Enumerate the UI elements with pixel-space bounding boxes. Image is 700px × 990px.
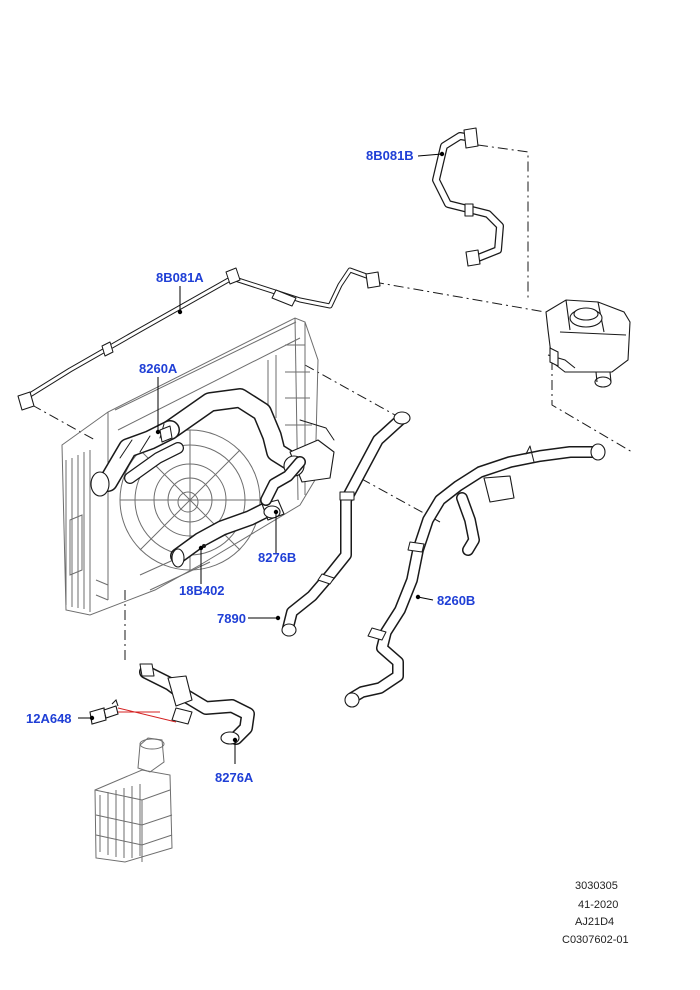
callout-18b402: 18B402 — [179, 583, 225, 598]
callout-8b081a: 8B081A — [156, 270, 204, 285]
info-line-3: AJ21D4 — [575, 916, 615, 928]
sensor-12a648 — [89, 698, 119, 725]
callout-leader-lines — [78, 153, 443, 764]
callout-8b081b: 8B081B — [366, 148, 414, 163]
callout-leader-dots — [89, 151, 445, 743]
callout-8260a: 8260A — [139, 361, 178, 376]
coolant-expansion-tank — [545, 299, 631, 388]
hose-8260b — [344, 443, 606, 708]
hose-7890 — [281, 411, 411, 637]
radiator-fan-assembly — [61, 317, 319, 616]
callout-7890: 7890 — [217, 611, 246, 626]
sensor-leader-lines — [117, 707, 177, 723]
callout-8276b: 8276B — [258, 550, 297, 565]
charge-air-cooler — [94, 737, 173, 863]
assembly-dashed-lines — [31, 144, 633, 660]
hose-8276a — [139, 663, 255, 745]
info-line-4: C0307602-01 — [562, 934, 629, 946]
hose-8b081a — [17, 267, 381, 411]
info-line-2: 41-2020 — [578, 899, 619, 911]
hose-8b081b — [432, 127, 504, 267]
hose-8276b — [260, 456, 306, 519]
callout-8276a: 8276A — [215, 770, 254, 785]
info-line-1: 3030305 — [575, 880, 618, 892]
callout-8260b: 8260B — [437, 593, 476, 608]
hose-8260a — [90, 388, 335, 497]
callout-12a648: 12A648 — [26, 711, 72, 726]
